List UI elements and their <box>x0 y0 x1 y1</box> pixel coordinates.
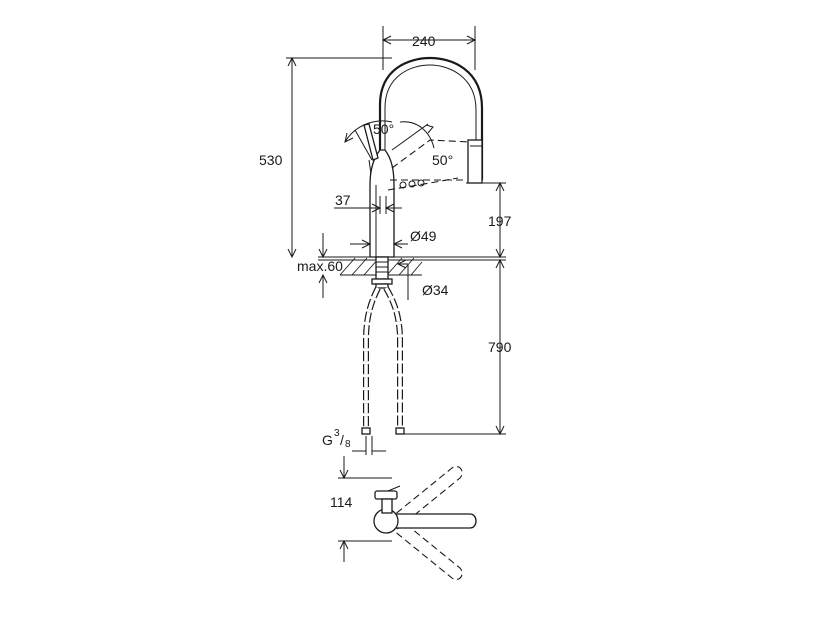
label-530: 530 <box>259 152 283 168</box>
label-240: 240 <box>412 33 436 49</box>
supply-hoses <box>361 286 405 435</box>
label-thread-num: 3 <box>334 428 340 439</box>
label-d34: Ø34 <box>422 282 449 298</box>
dimension-d49 <box>350 239 408 249</box>
dimension-max60 <box>318 233 328 298</box>
spout-arc <box>378 56 484 180</box>
label-max60: max.60 <box>297 258 343 274</box>
label-d49: Ø49 <box>410 228 437 244</box>
label-angle-spout: 50° <box>432 152 453 168</box>
label-37: 37 <box>335 192 351 208</box>
label-thread-den: 8 <box>345 439 351 450</box>
dimension-530 <box>286 56 392 259</box>
dimension-d34 <box>396 259 409 300</box>
angle-indicator-handle <box>344 120 393 161</box>
faucet-body <box>369 149 395 258</box>
label-angle-handle: 50° <box>373 121 394 137</box>
dimension-114 <box>338 456 392 562</box>
angle-indicator-spout <box>391 121 435 151</box>
top-view-faucet <box>373 485 477 534</box>
top-view-swing-dashed <box>387 465 463 581</box>
dimension-790 <box>404 258 506 436</box>
label-thread-slash: / <box>340 432 344 448</box>
dimension-37 <box>334 196 402 214</box>
mounting-shank <box>371 256 393 289</box>
label-thread-g: G <box>322 432 333 448</box>
label-790: 790 <box>488 339 512 355</box>
spray-head <box>467 139 483 184</box>
dimension-g38 <box>352 436 386 455</box>
dimension-240 <box>381 26 477 70</box>
lever-handle <box>363 123 379 175</box>
countertop-deck <box>318 256 506 276</box>
pullout-spray-dashed <box>387 139 471 191</box>
label-114: 114 <box>330 494 353 510</box>
label-197: 197 <box>488 213 512 229</box>
